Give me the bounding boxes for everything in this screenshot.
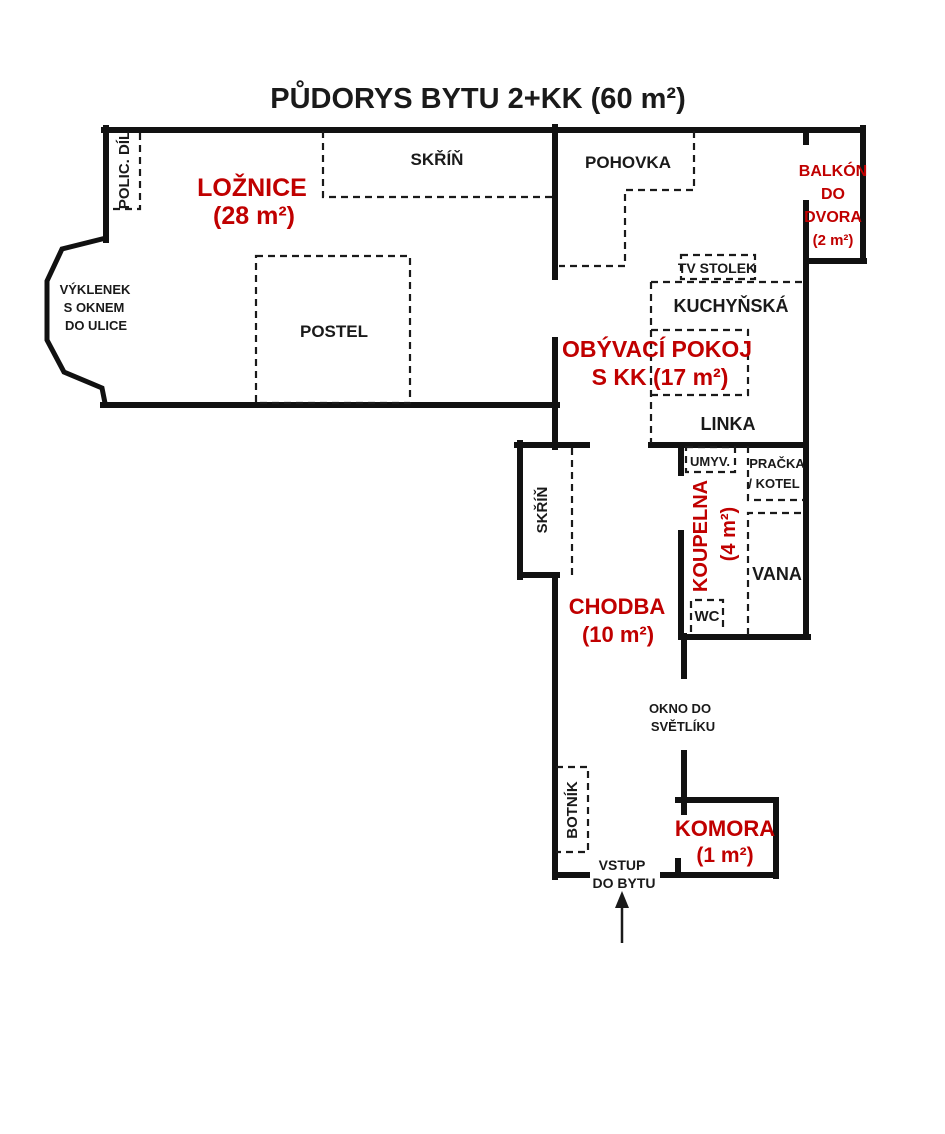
feature-label-vyklenek-line3: DO ULICE bbox=[65, 318, 127, 333]
room-label-loznice: LOŽNICE bbox=[197, 172, 307, 202]
tv-table-outline bbox=[679, 253, 757, 281]
feature-label-vyklenek-line1: VÝKLENEK bbox=[60, 282, 131, 297]
room-area-loznice: (28 m²) bbox=[213, 202, 295, 230]
furniture-label-linka: LINKA bbox=[701, 414, 756, 434]
furniture-label-umyvadlo: UMYV. bbox=[690, 454, 730, 469]
furniture-label-polic-dil: POLIC. DÍL bbox=[116, 131, 133, 209]
feature-label-vyklenek-line2: S OKNEM bbox=[64, 300, 125, 315]
furniture-label-skrin-loznice: SKŘÍŇ bbox=[411, 150, 464, 169]
room-label-obyvaci-line2: S KK (17 m²) bbox=[592, 364, 729, 390]
room-label-chodba: CHODBA bbox=[569, 594, 666, 619]
feature-label-okno-line1: OKNO DO bbox=[649, 701, 711, 716]
room-area-komora: (1 m²) bbox=[696, 844, 753, 867]
furniture-outlines bbox=[109, 131, 805, 854]
entrance-arrow-icon bbox=[615, 891, 629, 943]
sofa-outline bbox=[559, 131, 696, 268]
wall-bay-window bbox=[44, 234, 110, 406]
room-area-chodba: (10 m²) bbox=[582, 622, 654, 647]
shoe-rack-outline bbox=[556, 765, 590, 854]
furniture-label-pohovka: POHOVKA bbox=[585, 153, 671, 172]
furniture-label-skrin-chodba: SKŘÍŇ bbox=[533, 487, 551, 534]
room-area-koupelna: (4 m²) bbox=[718, 507, 740, 561]
shelf-unit-outline bbox=[109, 133, 142, 211]
furniture-label-wc: WC bbox=[695, 608, 720, 625]
kitchen-outline-inner bbox=[651, 328, 750, 397]
room-label-obyvaci-line1: OBÝVACÍ POKOJ bbox=[562, 335, 752, 362]
page-title: PŮDORYS BYTU 2+KK (60 m²) bbox=[270, 79, 685, 115]
bed-outline bbox=[254, 254, 412, 405]
sink-outline bbox=[684, 445, 737, 474]
furniture-label-botnik: BOTNÍK bbox=[564, 781, 581, 839]
washer-boiler-outline bbox=[746, 446, 804, 502]
furniture-label-kuchynska: KUCHYŇSKÁ bbox=[673, 295, 788, 316]
furniture-label-tv-stolek: TV STOLEK bbox=[678, 260, 756, 276]
furniture-label-pracka-line1: PRAČKA bbox=[749, 456, 805, 471]
feature-label-okno-line2: SVĚTLÍKU bbox=[651, 719, 715, 734]
wardrobe-bedroom-outline bbox=[321, 131, 552, 199]
furniture-label-pracka-line2: / KOTEL bbox=[748, 476, 799, 491]
room-label-balkon-line3: DVORA bbox=[804, 209, 862, 226]
bathtub-outline bbox=[746, 511, 804, 635]
room-label-koupelna: KOUPELNA bbox=[690, 480, 712, 592]
room-label-balkon-line2: DO bbox=[821, 186, 845, 203]
furniture-label-vana: VANA bbox=[752, 564, 802, 584]
room-label-komora: KOMORA bbox=[675, 816, 775, 841]
room-label-balkon-line1: BALKÓN bbox=[799, 161, 867, 180]
room-area-balkon: (2 m²) bbox=[813, 232, 854, 249]
walls bbox=[44, 124, 867, 880]
feature-label-vstup-line2: DO BYTU bbox=[593, 875, 656, 891]
furniture-label-postel: POSTEL bbox=[300, 322, 368, 341]
feature-label-vstup-line1: VSTUP bbox=[599, 857, 646, 873]
wc-outline bbox=[689, 598, 725, 632]
